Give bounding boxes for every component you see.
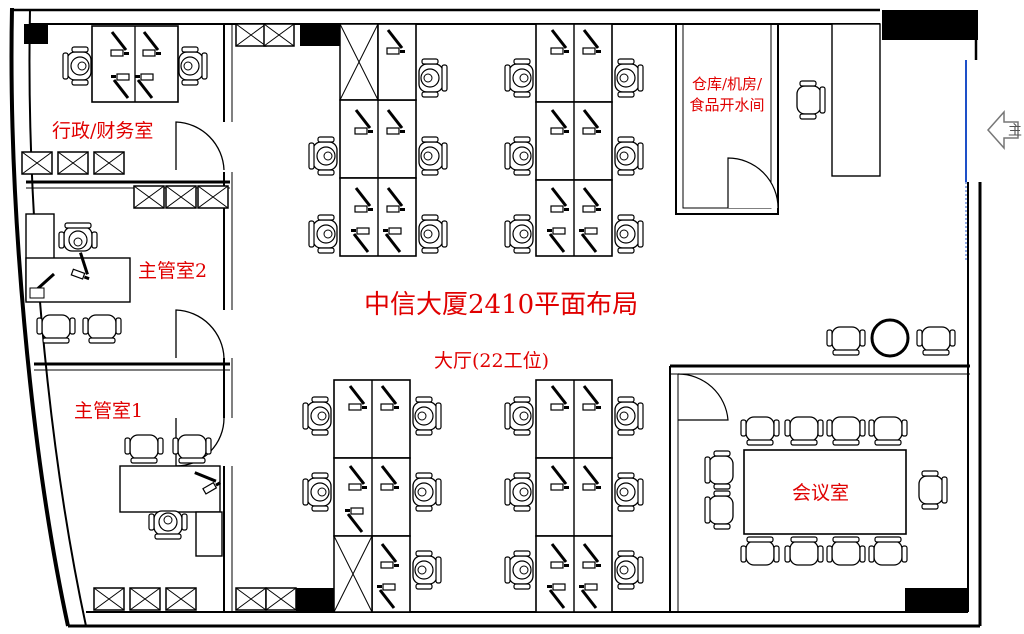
entrance-label: 主 [1008, 123, 1022, 139]
hall-label: 大厅(22工位) [434, 350, 550, 372]
lounge-set [826, 318, 956, 358]
admin-finance-furniture [21, 25, 207, 175]
workstation-cluster-top-right [505, 23, 643, 257]
workstation-cluster-bottom-left [303, 379, 441, 613]
top-cabinets [235, 23, 297, 611]
meeting-table-set [704, 416, 948, 566]
manager2-furniture [25, 185, 229, 344]
page-title: 中信大厦2410平面布局 [364, 290, 639, 320]
outer-walls [9, 7, 982, 628]
entrance-arrow-icon [986, 110, 1019, 150]
workstation-cluster-bottom-right [505, 379, 643, 613]
manager1-furniture [93, 434, 224, 611]
room-label-manager1: 主管室1 [74, 400, 144, 422]
workstation-cluster-top-left [309, 23, 447, 257]
room-label-meeting: 会议室 [792, 482, 850, 504]
storage-chair [796, 80, 826, 120]
storage-room [675, 23, 881, 215]
room-label-manager2: 主管室2 [138, 260, 208, 282]
room-label-storage: 仓库/机房/食品开水间 [689, 75, 765, 114]
room-label-admin-finance: 行政/财务室 [52, 120, 154, 142]
meeting-room-walls [669, 364, 970, 612]
left-partitions [26, 24, 233, 612]
